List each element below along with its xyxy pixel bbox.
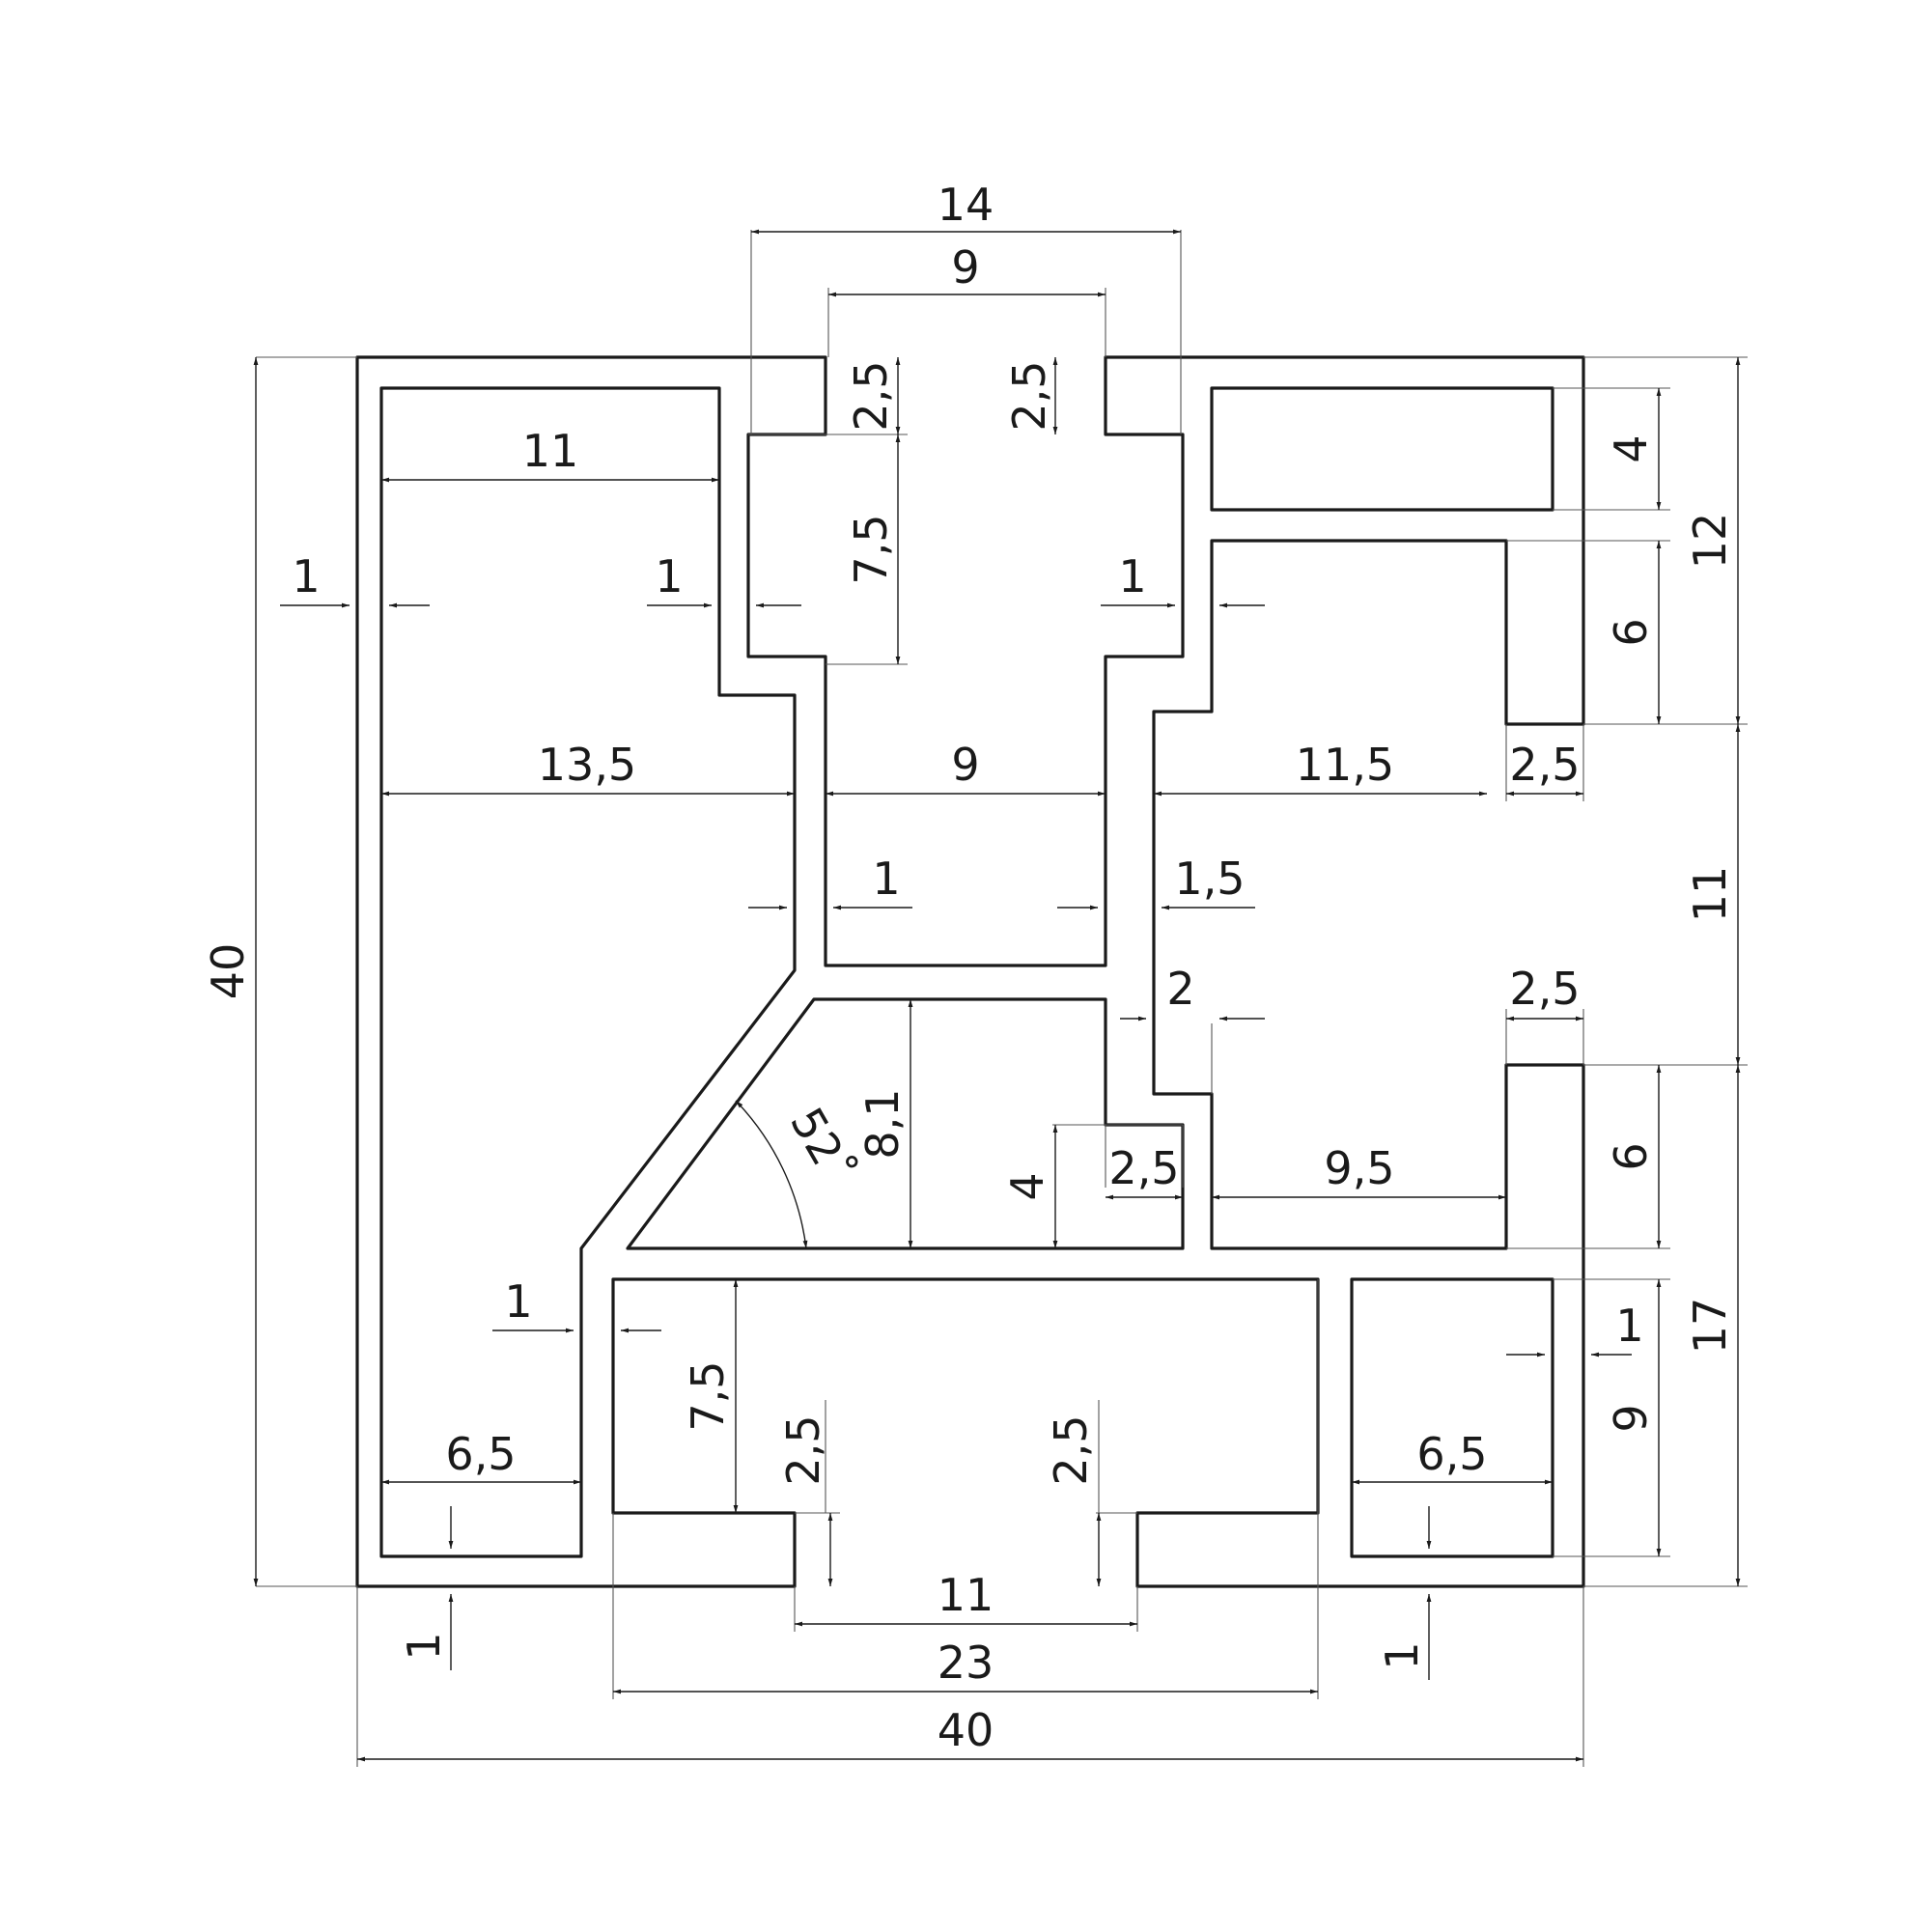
- dimension-lines: [253, 229, 1741, 1762]
- dim-lower-right-pocket-height: 6: [1605, 1142, 1657, 1170]
- dim-bottom-slot-depth-right: 2,5: [1045, 1414, 1097, 1485]
- dim-lower-right-channel-width: 9,5: [1324, 1142, 1394, 1194]
- dim-left-chamber-width: 11: [522, 425, 579, 477]
- dim-bottom-slot-depth-left: 2,5: [777, 1414, 829, 1485]
- dim-right-total-lower: 17: [1684, 1298, 1736, 1355]
- dim-triangle-height: 8,1: [856, 1088, 909, 1159]
- dim-right-lip-lower: 2,5: [1509, 963, 1580, 1015]
- dim-right-channel-width: 11,5: [1296, 739, 1394, 791]
- dim-lower-right-chamber-height: 9: [1605, 1404, 1657, 1432]
- dim-left-chamber-mid-width: 13,5: [538, 739, 636, 791]
- dim-angle: 52˚: [780, 1099, 865, 1193]
- dim-top-slot-depth-left: 2,5: [845, 360, 897, 431]
- dim-right-wall-lower: 1: [1615, 1300, 1643, 1352]
- dim-bottom-wall-right: 1: [1376, 1641, 1428, 1669]
- dim-overall-width: 40: [938, 1704, 994, 1756]
- dim-bottom-chamber-width: 23: [938, 1637, 994, 1689]
- dim-top-chamber-height: 7,5: [845, 514, 897, 584]
- dim-bottom-right-width: 6,5: [1416, 1428, 1487, 1480]
- dim-diagonal-wall: 1: [504, 1275, 532, 1328]
- dim-inner-wall-right: 1: [1118, 550, 1146, 602]
- dim-bottom-wall-left: 1: [398, 1632, 450, 1660]
- dim-center-wall: 1: [872, 853, 900, 905]
- profile-outline: [355, 355, 1585, 1588]
- dim-center-channel-width: 9: [951, 739, 979, 791]
- dim-right-total-upper: 12: [1684, 513, 1736, 570]
- upper-right-slot: [1210, 386, 1554, 512]
- dim-right-mid-height: 11: [1684, 866, 1736, 923]
- dim-outer-wall-left: 1: [292, 550, 320, 602]
- dim-step-wall: 2: [1166, 963, 1194, 1015]
- dim-top-opening-outer: 14: [938, 179, 994, 231]
- dim-upper-right-pocket-height: 6: [1605, 618, 1657, 646]
- dim-right-lip-upper: 2,5: [1509, 739, 1580, 791]
- dim-bottom-left-width: 6,5: [445, 1428, 516, 1480]
- dimension-labels: 14 9 2,5 2,5 7,5 40 11 1 1 1 4 6 12 13,5…: [202, 179, 1736, 1756]
- outer-contour: [355, 355, 1585, 1588]
- dim-right-wall: 1,5: [1174, 853, 1245, 905]
- dim-bottom-opening: 11: [938, 1569, 994, 1621]
- left-chamber: [379, 386, 797, 1558]
- dim-top-opening-inner: 9: [951, 241, 979, 294]
- dim-bottom-chamber-height: 7,5: [682, 1360, 734, 1431]
- dim-top-slot-depth-right: 2,5: [1003, 360, 1055, 431]
- dim-overall-height: 40: [202, 943, 254, 1000]
- dim-small-step-width: 2,5: [1108, 1142, 1179, 1194]
- dim-small-step-height: 4: [1001, 1172, 1053, 1200]
- lower-right-chamber: [1350, 1277, 1554, 1558]
- dim-inner-wall-left: 1: [655, 550, 683, 602]
- dim-upper-right-slot-height: 4: [1605, 434, 1657, 462]
